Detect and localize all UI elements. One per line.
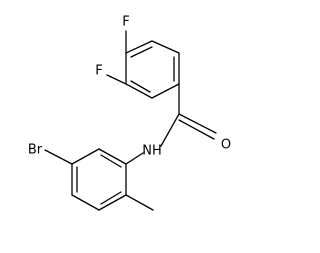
ring1-bond-top-right	[151, 40, 180, 54]
molecule-structure-diagram: F F O NH Br	[28, 15, 231, 211]
bond-nitrogen-to-ring	[125, 152, 144, 165]
bromomethylphenyl-ring	[71, 148, 127, 211]
bond-to-bromine	[44, 149, 73, 165]
bond-to-methyl	[125, 194, 154, 211]
ring2-bond-top-right	[98, 148, 127, 165]
bond-to-fluorine-left	[106, 74, 127, 85]
ring1-bond-top-left	[125, 40, 153, 54]
ring2-bond-bottom-right	[98, 194, 127, 211]
ring2-bond-top-left	[71, 148, 100, 165]
difluorophenyl-ring	[125, 40, 180, 99]
ring1-double-bond-inner-3	[130, 80, 151, 93]
atom-fluorine-left: F	[95, 64, 102, 79]
ring1-bond-bottom-left	[125, 83, 153, 99]
ring2-double-bond-inner-3	[100, 191, 122, 205]
ring2-bond-bottom-left	[71, 194, 100, 211]
ring1-bond-bottom-right	[151, 83, 180, 99]
bond-carbonyl-to-nitrogen	[160, 113, 180, 147]
ring1-double-bond-inner-1	[130, 46, 153, 58]
atom-nitrogen: NH	[142, 144, 162, 159]
ring2-double-bond-inner-1	[100, 154, 122, 168]
atom-bromine: Br	[28, 143, 43, 158]
atom-fluorine-top: F	[122, 15, 129, 30]
atom-oxygen: O	[221, 138, 231, 153]
carbonyl-double-bond-1	[178, 113, 217, 134]
carbonyl-double-bond-2	[178, 119, 215, 140]
